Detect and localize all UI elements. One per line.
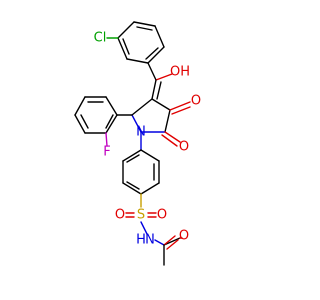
sulfonylphenyl-ring <box>122 149 160 195</box>
f-bond <box>105 132 108 147</box>
atom-h-amide: H <box>136 233 146 248</box>
atom-o-keto: O <box>191 94 201 109</box>
atom-n-amide: N <box>145 233 155 248</box>
bond-exo-c-to-oh <box>155 73 173 81</box>
keto-bond <box>169 101 191 111</box>
exo-double-bond <box>151 79 157 100</box>
atom-cl: Cl <box>94 31 107 46</box>
bond-ring-to-exo-c <box>147 62 157 81</box>
molecule-diagram: Cl OH O O N F S O O N H O <box>74 21 201 266</box>
chlorophenyl-ring <box>117 21 165 64</box>
atom-oh: OH <box>170 65 190 80</box>
atom-s: S <box>137 208 145 223</box>
atom-o-sulfonyl-left: O <box>115 208 125 223</box>
pyrrolinone-ring <box>131 98 171 133</box>
acetyl-co-bond <box>163 235 176 246</box>
atom-f: F <box>103 145 110 160</box>
lactam-bond <box>164 131 181 143</box>
bond-carbonyl-c <box>163 237 181 246</box>
atom-n-ring: N <box>136 125 146 140</box>
atom-o-lactam: O <box>179 140 189 155</box>
bond-s-to-n <box>140 221 148 235</box>
bond-n-to-carbonyl <box>154 239 165 246</box>
atom-o-acetyl: O <box>179 229 189 244</box>
fluorophenyl-ring <box>74 96 118 134</box>
atom-o-sulfonyl-right: O <box>157 208 167 223</box>
